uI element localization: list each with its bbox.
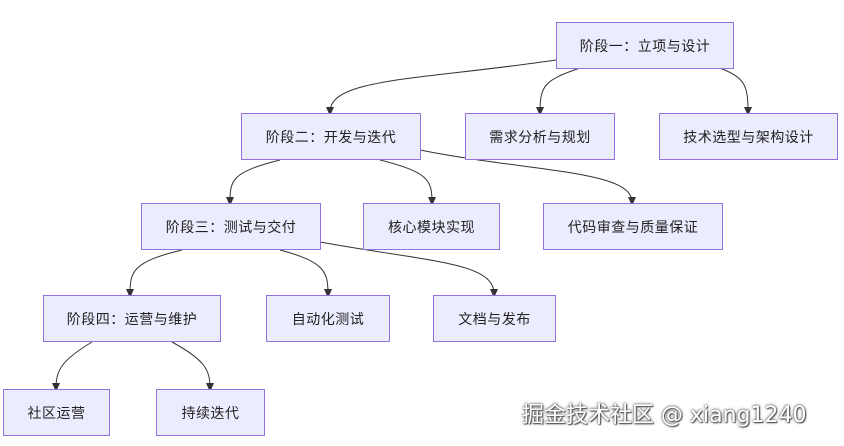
node-core-modules: 核心模块实现 bbox=[363, 203, 500, 250]
edge-stage2-stage3 bbox=[226, 159, 281, 206]
node-auto-test: 自动化测试 bbox=[266, 295, 390, 342]
edge-stage2-core-modules bbox=[379, 159, 436, 206]
node-iteration: 持续迭代 bbox=[156, 389, 265, 436]
edge-stage4-iteration bbox=[171, 341, 214, 392]
node-requirements: 需求分析与规划 bbox=[465, 113, 615, 160]
edge-stage1-requirements bbox=[536, 67, 581, 116]
node-stage3: 阶段三：测试与交付 bbox=[141, 203, 321, 250]
node-stage2: 阶段二：开发与迭代 bbox=[241, 113, 421, 160]
edge-stage3-stage4 bbox=[126, 249, 183, 298]
node-stage4: 阶段四：运营与维护 bbox=[43, 295, 221, 342]
node-stage1: 阶段一：立项与设计 bbox=[556, 22, 734, 69]
edge-stage4-community bbox=[52, 341, 93, 392]
edge-stage1-stage2 bbox=[326, 59, 557, 116]
node-code-review: 代码审查与质量保证 bbox=[543, 203, 723, 250]
node-community: 社区运营 bbox=[3, 389, 110, 436]
edge-stage3-auto-test bbox=[279, 249, 332, 298]
edge-stage1-tech-selection bbox=[719, 67, 752, 116]
node-docs-release: 文档与发布 bbox=[433, 295, 556, 342]
watermark-text: 掘金技术社区 @ xiang1240 bbox=[522, 403, 807, 428]
node-tech-selection: 技术选型与架构设计 bbox=[659, 113, 838, 160]
